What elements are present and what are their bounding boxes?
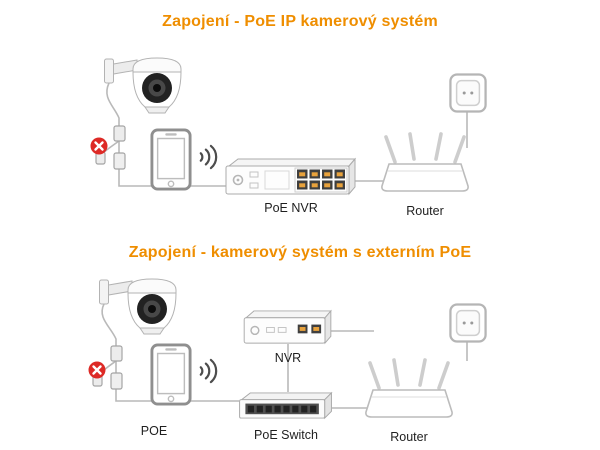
nvr-label: NVR [274,351,302,365]
wall-outlet-icon [449,303,487,343]
router-label: Router [390,430,428,444]
ptz-camera-icon [103,55,203,133]
router-icon [381,130,469,196]
blocked-connector-icon [88,361,106,379]
blocked-connector-icon [90,137,108,155]
poe-switch-label: PoE Switch [254,428,318,442]
poe-label: POE [140,424,168,438]
router-label: Router [406,204,444,218]
top-diagram-title: Zapojení - PoE IP kamerový systém [162,13,438,30]
nvr-icon [243,309,333,346]
poe-nvr-icon [225,157,357,197]
wifi-signal-icon [198,142,222,172]
bottom-diagram-title: Zapojení - kamerový systém s externím Po… [128,244,472,261]
wall-outlet-icon [449,73,487,113]
poe-switch-icon [238,391,334,420]
wifi-signal-icon [198,356,222,386]
poe-nvr-label: PoE NVR [264,201,318,215]
top-cable-connectors [95,125,126,170]
bottom-cable-lines [98,303,468,409]
smartphone-icon [150,343,192,406]
smartphone-icon [150,128,192,191]
router-icon [365,356,453,422]
